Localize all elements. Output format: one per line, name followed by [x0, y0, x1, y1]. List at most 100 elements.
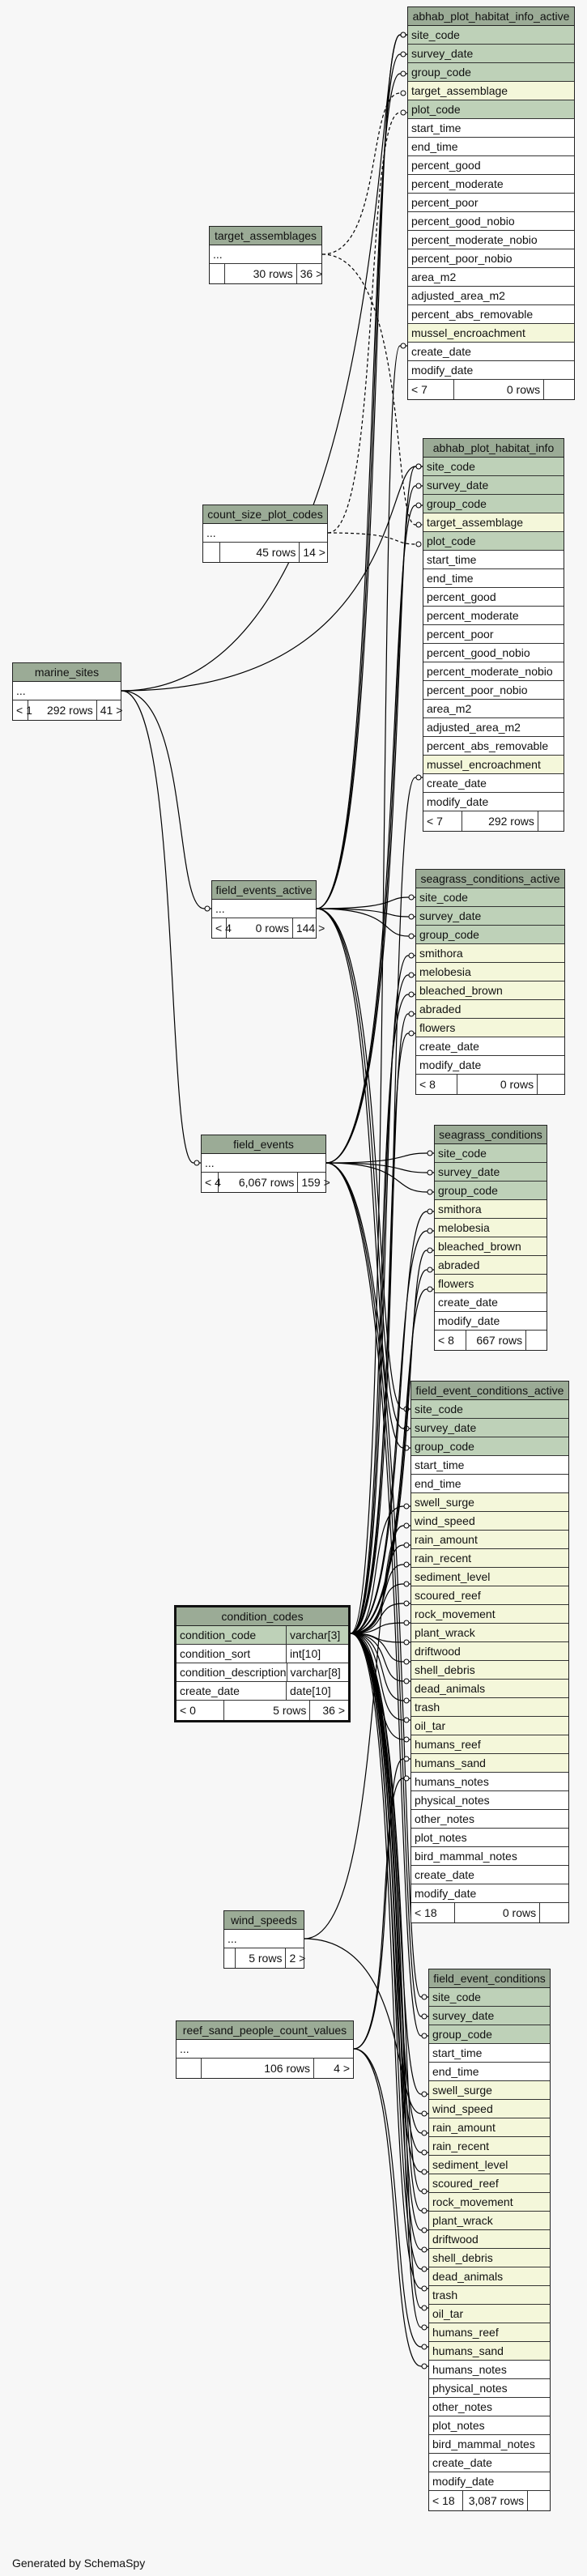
column-plant-wrack[interactable]: plant_wrack [429, 2212, 550, 2230]
column-percent-good-nobio[interactable]: percent_good_nobio [408, 212, 574, 231]
column-percent-good[interactable]: percent_good [423, 588, 564, 607]
column-end-time[interactable]: end_time [423, 569, 564, 588]
column-bleached-brown[interactable]: bleached_brown [435, 1237, 547, 1256]
table-title[interactable]: reef_sand_people_count_values [177, 2021, 353, 2040]
table-title[interactable]: field_events [202, 1135, 325, 1154]
column-group-code[interactable]: group_code [435, 1182, 547, 1200]
column-create-date[interactable]: create_date [408, 343, 574, 361]
columns-collapsed[interactable]: ... [224, 1930, 304, 1948]
column-modify-date[interactable]: modify_date [408, 361, 574, 380]
column-create-date[interactable]: create_date [435, 1293, 547, 1312]
column-rain-recent[interactable]: rain_recent [429, 2137, 550, 2156]
table-title[interactable]: target_assemblages [210, 227, 321, 245]
table-title[interactable]: seagrass_conditions [435, 1126, 547, 1144]
column-group-code[interactable]: group_code [416, 926, 564, 944]
column-smithora[interactable]: smithora [435, 1200, 547, 1219]
table-title[interactable]: abhab_plot_habitat_info_active [408, 7, 574, 26]
column-target-assemblage[interactable]: target_assemblage [423, 513, 564, 532]
column-oil-tar[interactable]: oil_tar [411, 1717, 568, 1735]
column-swell-surge[interactable]: swell_surge [429, 2081, 550, 2100]
table-reef-sand-people-count-values[interactable]: reef_sand_people_count_values...106 rows… [176, 2020, 354, 2079]
column-start-time[interactable]: start_time [408, 119, 574, 138]
column-end-time[interactable]: end_time [429, 2063, 550, 2081]
column-area-m2[interactable]: area_m2 [408, 268, 574, 287]
column-modify-date[interactable]: modify_date [429, 2472, 550, 2491]
column-site-code[interactable]: site_code [411, 1400, 568, 1419]
table-title[interactable]: field_events_active [212, 881, 316, 900]
columns-collapsed[interactable]: ... [212, 900, 316, 918]
column-survey-date[interactable]: survey_date [423, 476, 564, 495]
column-scoured-reef[interactable]: scoured_reef [429, 2174, 550, 2193]
column-dead-animals[interactable]: dead_animals [429, 2267, 550, 2286]
column-mussel-encroachment[interactable]: mussel_encroachment [408, 324, 574, 343]
column-target-assemblage[interactable]: target_assemblage [408, 82, 574, 100]
column-site-code[interactable]: site_code [408, 26, 574, 45]
column-physical-notes[interactable]: physical_notes [429, 2379, 550, 2398]
column-physical-notes[interactable]: physical_notes [411, 1791, 568, 1810]
column-rain-amount[interactable]: rain_amount [411, 1531, 568, 1549]
column-other-notes[interactable]: other_notes [411, 1810, 568, 1829]
column-plot-code[interactable]: plot_code [423, 532, 564, 551]
columns-collapsed[interactable]: ... [203, 524, 327, 543]
column-survey-date[interactable]: survey_date [429, 2007, 550, 2025]
column-survey-date[interactable]: survey_date [408, 45, 574, 63]
column-plot-code[interactable]: plot_code [408, 100, 574, 119]
column-adjusted-area-m2[interactable]: adjusted_area_m2 [423, 718, 564, 737]
column-site-code[interactable]: site_code [429, 1988, 550, 2007]
columns-collapsed[interactable]: ... [202, 1154, 325, 1173]
column-group-code[interactable]: group_code [423, 495, 564, 513]
column-modify-date[interactable]: modify_date [411, 1884, 568, 1903]
column-survey-date[interactable]: survey_date [411, 1419, 568, 1437]
column-end-time[interactable]: end_time [408, 138, 574, 156]
table-title[interactable]: field_event_conditions_active [411, 1382, 568, 1400]
column-rock-movement[interactable]: rock_movement [429, 2193, 550, 2212]
table-title[interactable]: wind_speeds [224, 1911, 304, 1930]
column-bird-mammal-notes[interactable]: bird_mammal_notes [429, 2435, 550, 2454]
column-modify-date[interactable]: modify_date [435, 1312, 547, 1331]
column-driftwood[interactable]: driftwood [429, 2230, 550, 2249]
column-percent-moderate[interactable]: percent_moderate [408, 175, 574, 194]
column-group-code[interactable]: group_code [411, 1437, 568, 1456]
column-site-code[interactable]: site_code [423, 458, 564, 476]
column-flowers[interactable]: flowers [416, 1019, 564, 1037]
column-abraded[interactable]: abraded [435, 1256, 547, 1275]
column-site-code[interactable]: site_code [416, 888, 564, 907]
column-humans-sand[interactable]: humans_sand [429, 2342, 550, 2361]
column-plot-notes[interactable]: plot_notes [429, 2416, 550, 2435]
column-trash[interactable]: trash [411, 1698, 568, 1717]
column-start-time[interactable]: start_time [429, 2044, 550, 2063]
table-title[interactable]: field_event_conditions [429, 1969, 550, 1988]
column-group-code[interactable]: group_code [429, 2025, 550, 2044]
column-percent-moderate-nobio[interactable]: percent_moderate_nobio [408, 231, 574, 249]
column-mussel-encroachment[interactable]: mussel_encroachment [423, 756, 564, 774]
column-site-code[interactable]: site_code [435, 1144, 547, 1163]
column-start-time[interactable]: start_time [423, 551, 564, 569]
column-create-date[interactable]: create_date [411, 1866, 568, 1884]
column-melobesia[interactable]: melobesia [435, 1219, 547, 1237]
columns-collapsed[interactable]: ... [13, 682, 121, 700]
column-percent-poor[interactable]: percent_poor [423, 625, 564, 644]
column-percent-good[interactable]: percent_good [408, 156, 574, 175]
table-title[interactable]: count_size_plot_codes [203, 505, 327, 524]
column-percent-abs-removable[interactable]: percent_abs_removable [408, 305, 574, 324]
table-title[interactable]: seagrass_conditions_active [416, 870, 564, 888]
column-trash[interactable]: trash [429, 2286, 550, 2305]
column-percent-good-nobio[interactable]: percent_good_nobio [423, 644, 564, 662]
column-wind-speed[interactable]: wind_speed [429, 2100, 550, 2118]
table-title[interactable]: abhab_plot_habitat_info [423, 439, 564, 458]
column-smithora[interactable]: smithora [416, 944, 564, 963]
